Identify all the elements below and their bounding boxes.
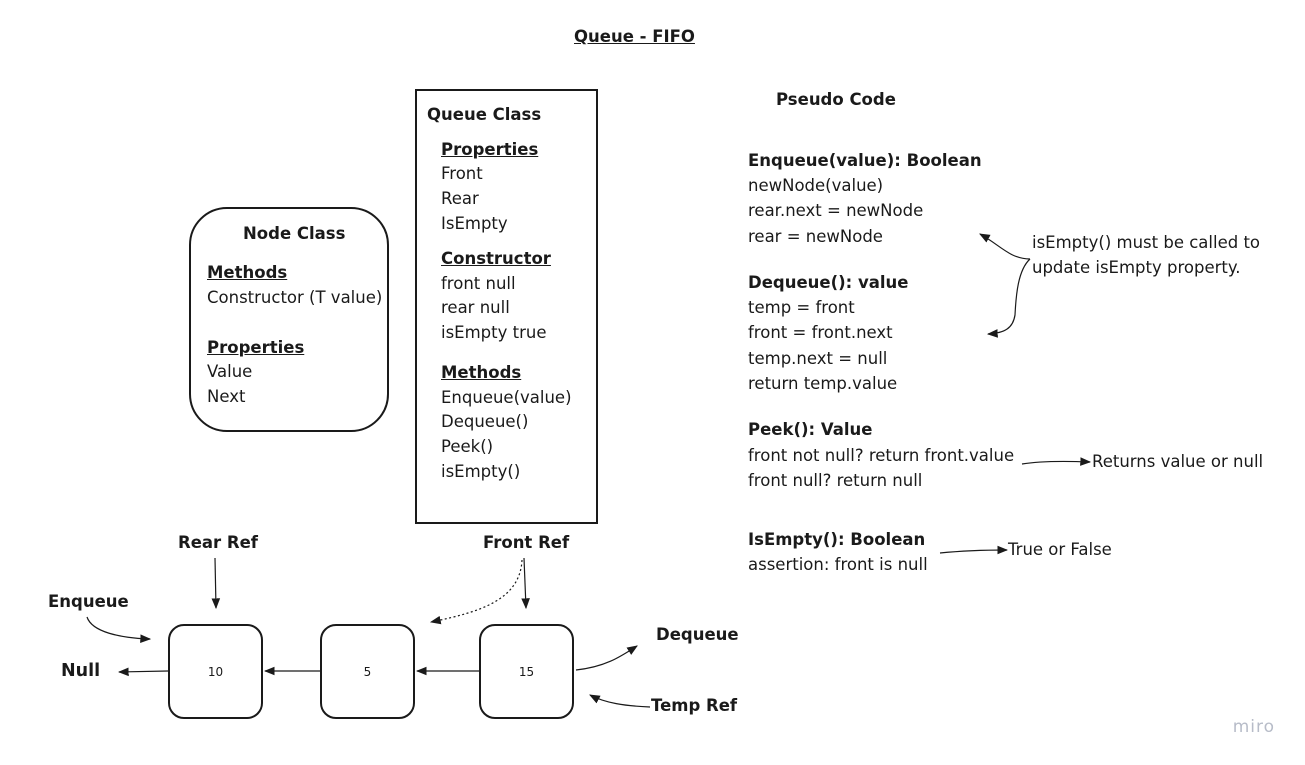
temp-ref-label: Temp Ref — [651, 696, 738, 715]
enqueue-signature: Enqueue(value): Boolean — [748, 151, 982, 170]
queue-constructor-line: isEmpty true — [441, 323, 547, 342]
node-method-constructor: Constructor (T value) — [207, 288, 383, 307]
front-ref-label: Front Ref — [483, 533, 570, 552]
queue-constructor-line: front null — [441, 274, 516, 293]
isempty-note-arrow-up — [979, 233, 1031, 260]
node-properties-heading: Properties — [207, 338, 305, 357]
queue-class-box — [415, 89, 598, 524]
node-class-box — [189, 207, 389, 432]
page-title: Queue - FIFO — [574, 27, 695, 46]
queue-methods-heading: Methods — [441, 363, 522, 382]
dequeue-line: front = front.next — [748, 323, 893, 342]
pseudo-code-heading: Pseudo Code — [776, 90, 896, 109]
queue-class-title: Queue Class — [427, 105, 542, 124]
dequeue-signature: Dequeue(): value — [748, 273, 909, 292]
queue-property-front: Front — [441, 164, 483, 183]
isempty-result-note: True or False — [1008, 540, 1112, 559]
queue-method: Enqueue(value) — [441, 388, 572, 407]
queue-properties-heading: Properties — [441, 140, 539, 159]
front-ref-arrow — [521, 557, 530, 610]
isempty-note-line: isEmpty() must be called to — [1032, 233, 1261, 252]
peek-note: Returns value or null — [1092, 452, 1264, 471]
rear-ref-label: Rear Ref — [178, 533, 258, 552]
queue-constructor-line: rear null — [441, 298, 510, 317]
enqueue-line: rear = newNode — [748, 227, 883, 246]
queue-method: isEmpty() — [441, 462, 521, 481]
node-property-next: Next — [207, 387, 246, 406]
isempty-note-arrow-down — [986, 258, 1031, 338]
queue-method: Peek() — [441, 437, 494, 456]
peek-note-arrow — [1021, 457, 1092, 466]
isempty-result-arrow — [939, 545, 1009, 555]
dequeue-arrow — [575, 645, 638, 671]
list-node: 5 — [320, 624, 415, 719]
enqueue-arrow — [86, 616, 152, 643]
null-label: Null — [61, 661, 101, 681]
front-ref-dotted-arrow — [429, 559, 523, 625]
enqueue-line: rear.next = newNode — [748, 201, 924, 220]
isempty-note-line: update isEmpty property. — [1032, 258, 1241, 277]
enqueue-label: Enqueue — [48, 592, 129, 611]
dequeue-label: Dequeue — [656, 625, 739, 644]
list-node: 15 — [479, 624, 574, 719]
isempty-signature: IsEmpty(): Boolean — [748, 530, 926, 549]
list-node: 10 — [168, 624, 263, 719]
queue-constructor-heading: Constructor — [441, 249, 551, 268]
peek-line: front not null? return front.value — [748, 446, 1015, 465]
dequeue-line: temp = front — [748, 298, 855, 317]
queue-method: Dequeue() — [441, 412, 529, 431]
node-property-value: Value — [207, 362, 253, 381]
peek-line: front null? return null — [748, 471, 923, 490]
dequeue-line: return temp.value — [748, 374, 898, 393]
enqueue-line: newNode(value) — [748, 176, 884, 195]
node-class-title: Node Class — [243, 224, 346, 243]
null-arrow — [117, 667, 169, 677]
queue-property-rear: Rear — [441, 189, 479, 208]
node-methods-heading: Methods — [207, 263, 288, 282]
temp-ref-arrow — [589, 694, 651, 708]
queue-property-isempty: IsEmpty — [441, 214, 508, 233]
rear-ref-arrow — [211, 557, 221, 610]
miro-watermark: miro — [1232, 717, 1275, 737]
isempty-line: assertion: front is null — [748, 555, 928, 574]
peek-signature: Peek(): Value — [748, 420, 873, 439]
dequeue-line: temp.next = null — [748, 349, 888, 368]
